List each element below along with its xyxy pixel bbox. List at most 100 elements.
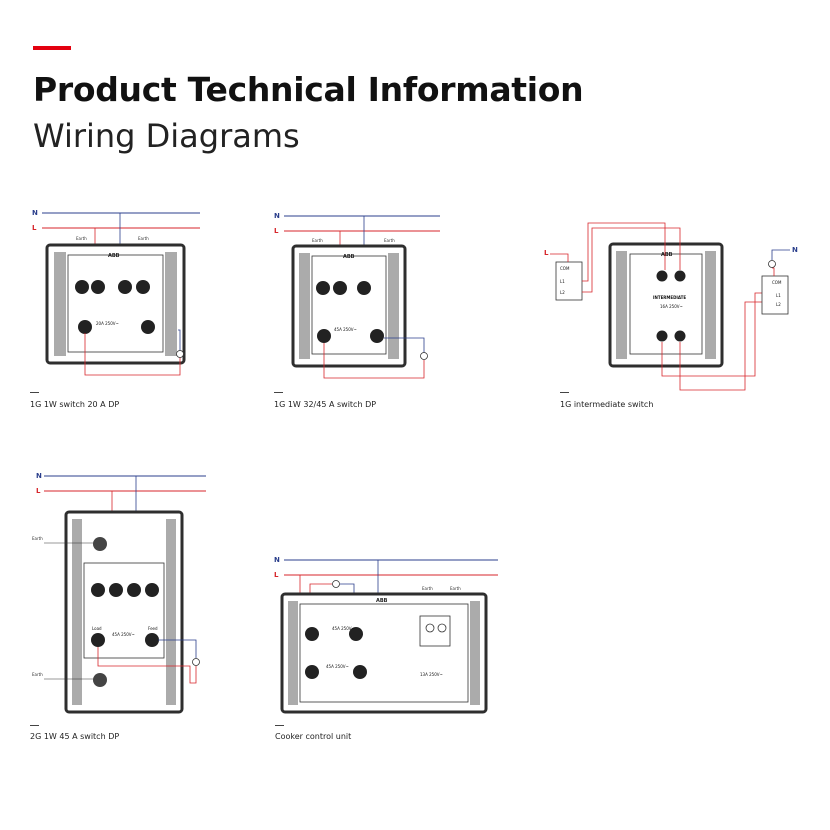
abb-logo: ABB — [661, 252, 673, 258]
rating-label: 45A 250V~ — [326, 664, 349, 669]
neutral-out — [178, 329, 181, 355]
socket-terminal — [425, 623, 435, 633]
switch-module — [311, 255, 387, 355]
terminal-out-n — [141, 320, 155, 334]
strap-wire-4 — [679, 301, 768, 391]
strap-wire-3 — [661, 292, 768, 377]
abb-logo: ABB — [376, 598, 388, 604]
caption-cooker-control: Cooker control unit — [275, 732, 352, 741]
terminal-load — [75, 280, 89, 294]
switch-plate — [608, 242, 724, 368]
lamp-icon — [420, 352, 428, 360]
earth-label: Earth — [422, 586, 433, 591]
live-feed — [550, 253, 569, 262]
switch-module — [67, 254, 164, 353]
rating-label: 45A 250V~ — [334, 327, 357, 332]
earth-label: Earth — [450, 586, 461, 591]
rating-label: 45A 250V~ — [112, 632, 135, 637]
neutral-out — [158, 639, 197, 658]
com-label: COM — [772, 280, 782, 285]
neutral-label: N — [274, 212, 280, 220]
terminal-load-l — [305, 665, 319, 679]
page-title: Product Technical Information — [33, 70, 584, 109]
diagram-cooker-control: N L Earth Earth ABB 45A 250V~ 45A 250V~ … — [274, 556, 498, 714]
rating-label: 13A 250V~ — [420, 672, 443, 677]
earth-label: Earth — [76, 236, 87, 241]
switch-module — [83, 562, 165, 659]
plate-edge-right — [705, 251, 716, 359]
caption-dash — [30, 392, 39, 393]
live-label: L — [274, 227, 279, 235]
live-out — [84, 333, 181, 376]
earth-label: Earth — [32, 672, 43, 677]
switch-plate — [45, 243, 186, 365]
l2-label: L2 — [776, 302, 781, 307]
neutral-label: N — [36, 472, 42, 480]
lamp-feed — [772, 267, 775, 276]
diagram-1g-intermediate: COM L1 L2 L ABB INTERMEDIATE 16A 250V~ C… — [544, 222, 798, 391]
page-subtitle: Wiring Diagrams — [33, 117, 300, 155]
plate-edge-left — [616, 251, 627, 359]
neutral-label: N — [32, 209, 38, 217]
terminal-load-n — [136, 280, 150, 294]
lamp-icon — [332, 580, 340, 588]
earth-label: Earth — [384, 238, 395, 243]
earth-label: Earth — [32, 536, 43, 541]
l1-label: L1 — [560, 279, 565, 284]
terminal-neutral — [127, 583, 141, 597]
terminal-l2-out — [674, 330, 686, 342]
terminal-load-n — [353, 665, 367, 679]
two-way-switch-left — [555, 261, 583, 301]
lamp-icon — [768, 260, 776, 268]
terminal-load-n — [145, 583, 159, 597]
feed-label: Feed — [148, 626, 158, 631]
l2-label: L2 — [560, 290, 565, 295]
strap-wire-1 — [582, 222, 666, 282]
neutral-wire — [771, 249, 790, 260]
terminal-out-l — [78, 320, 92, 334]
rating-label: 20A 250V~ — [96, 321, 119, 326]
earth-terminal — [93, 537, 107, 551]
live-label: L — [32, 224, 37, 232]
load-label: Load — [92, 626, 102, 631]
plate-edge-right — [166, 519, 176, 705]
neutral-label: N — [792, 246, 798, 254]
strap-wire-2 — [582, 227, 681, 293]
plate-edge-left — [72, 519, 82, 705]
plate-edge-right — [165, 252, 177, 356]
rating-label: 45A 250V~ — [332, 626, 355, 631]
terminal-live — [109, 583, 123, 597]
cooker-module — [299, 603, 469, 703]
terminal-l1-out — [656, 330, 668, 342]
caption-2g-1w-45a: 2G 1W 45 A switch DP — [30, 732, 120, 741]
abb-logo: ABB — [108, 253, 120, 259]
earth-terminal — [93, 673, 107, 687]
caption-dash — [275, 725, 284, 726]
switch-plate — [280, 592, 488, 714]
caption-dash — [274, 392, 283, 393]
socket-terminal — [437, 623, 447, 633]
abb-logo: ABB — [343, 254, 355, 260]
live-out — [323, 343, 425, 379]
terminal-live — [333, 281, 347, 295]
terminal-load — [91, 583, 105, 597]
terminal-out-l — [317, 329, 331, 343]
live-label: L — [544, 249, 549, 257]
terminal-load — [316, 281, 330, 295]
caption-1g-1w-3245a: 1G 1W 32/45 A switch DP — [274, 400, 377, 409]
caption-1g-intermediate: 1G intermediate switch — [560, 400, 654, 409]
terminal-neutral — [118, 280, 132, 294]
lamp-icon — [176, 350, 184, 358]
earth-label: Earth — [312, 238, 323, 243]
plate-edge-right — [470, 601, 480, 705]
com-label: COM — [560, 266, 570, 271]
plate-edge-left — [288, 601, 298, 705]
terminal-out-n — [370, 329, 384, 343]
terminal-out-n — [145, 633, 159, 647]
live-label: L — [274, 571, 279, 579]
accent-bar — [33, 46, 71, 50]
live-out — [97, 647, 197, 684]
switch-module — [629, 253, 703, 355]
socket-terminals — [419, 615, 451, 647]
rating-label: 16A 250V~ — [660, 304, 683, 309]
